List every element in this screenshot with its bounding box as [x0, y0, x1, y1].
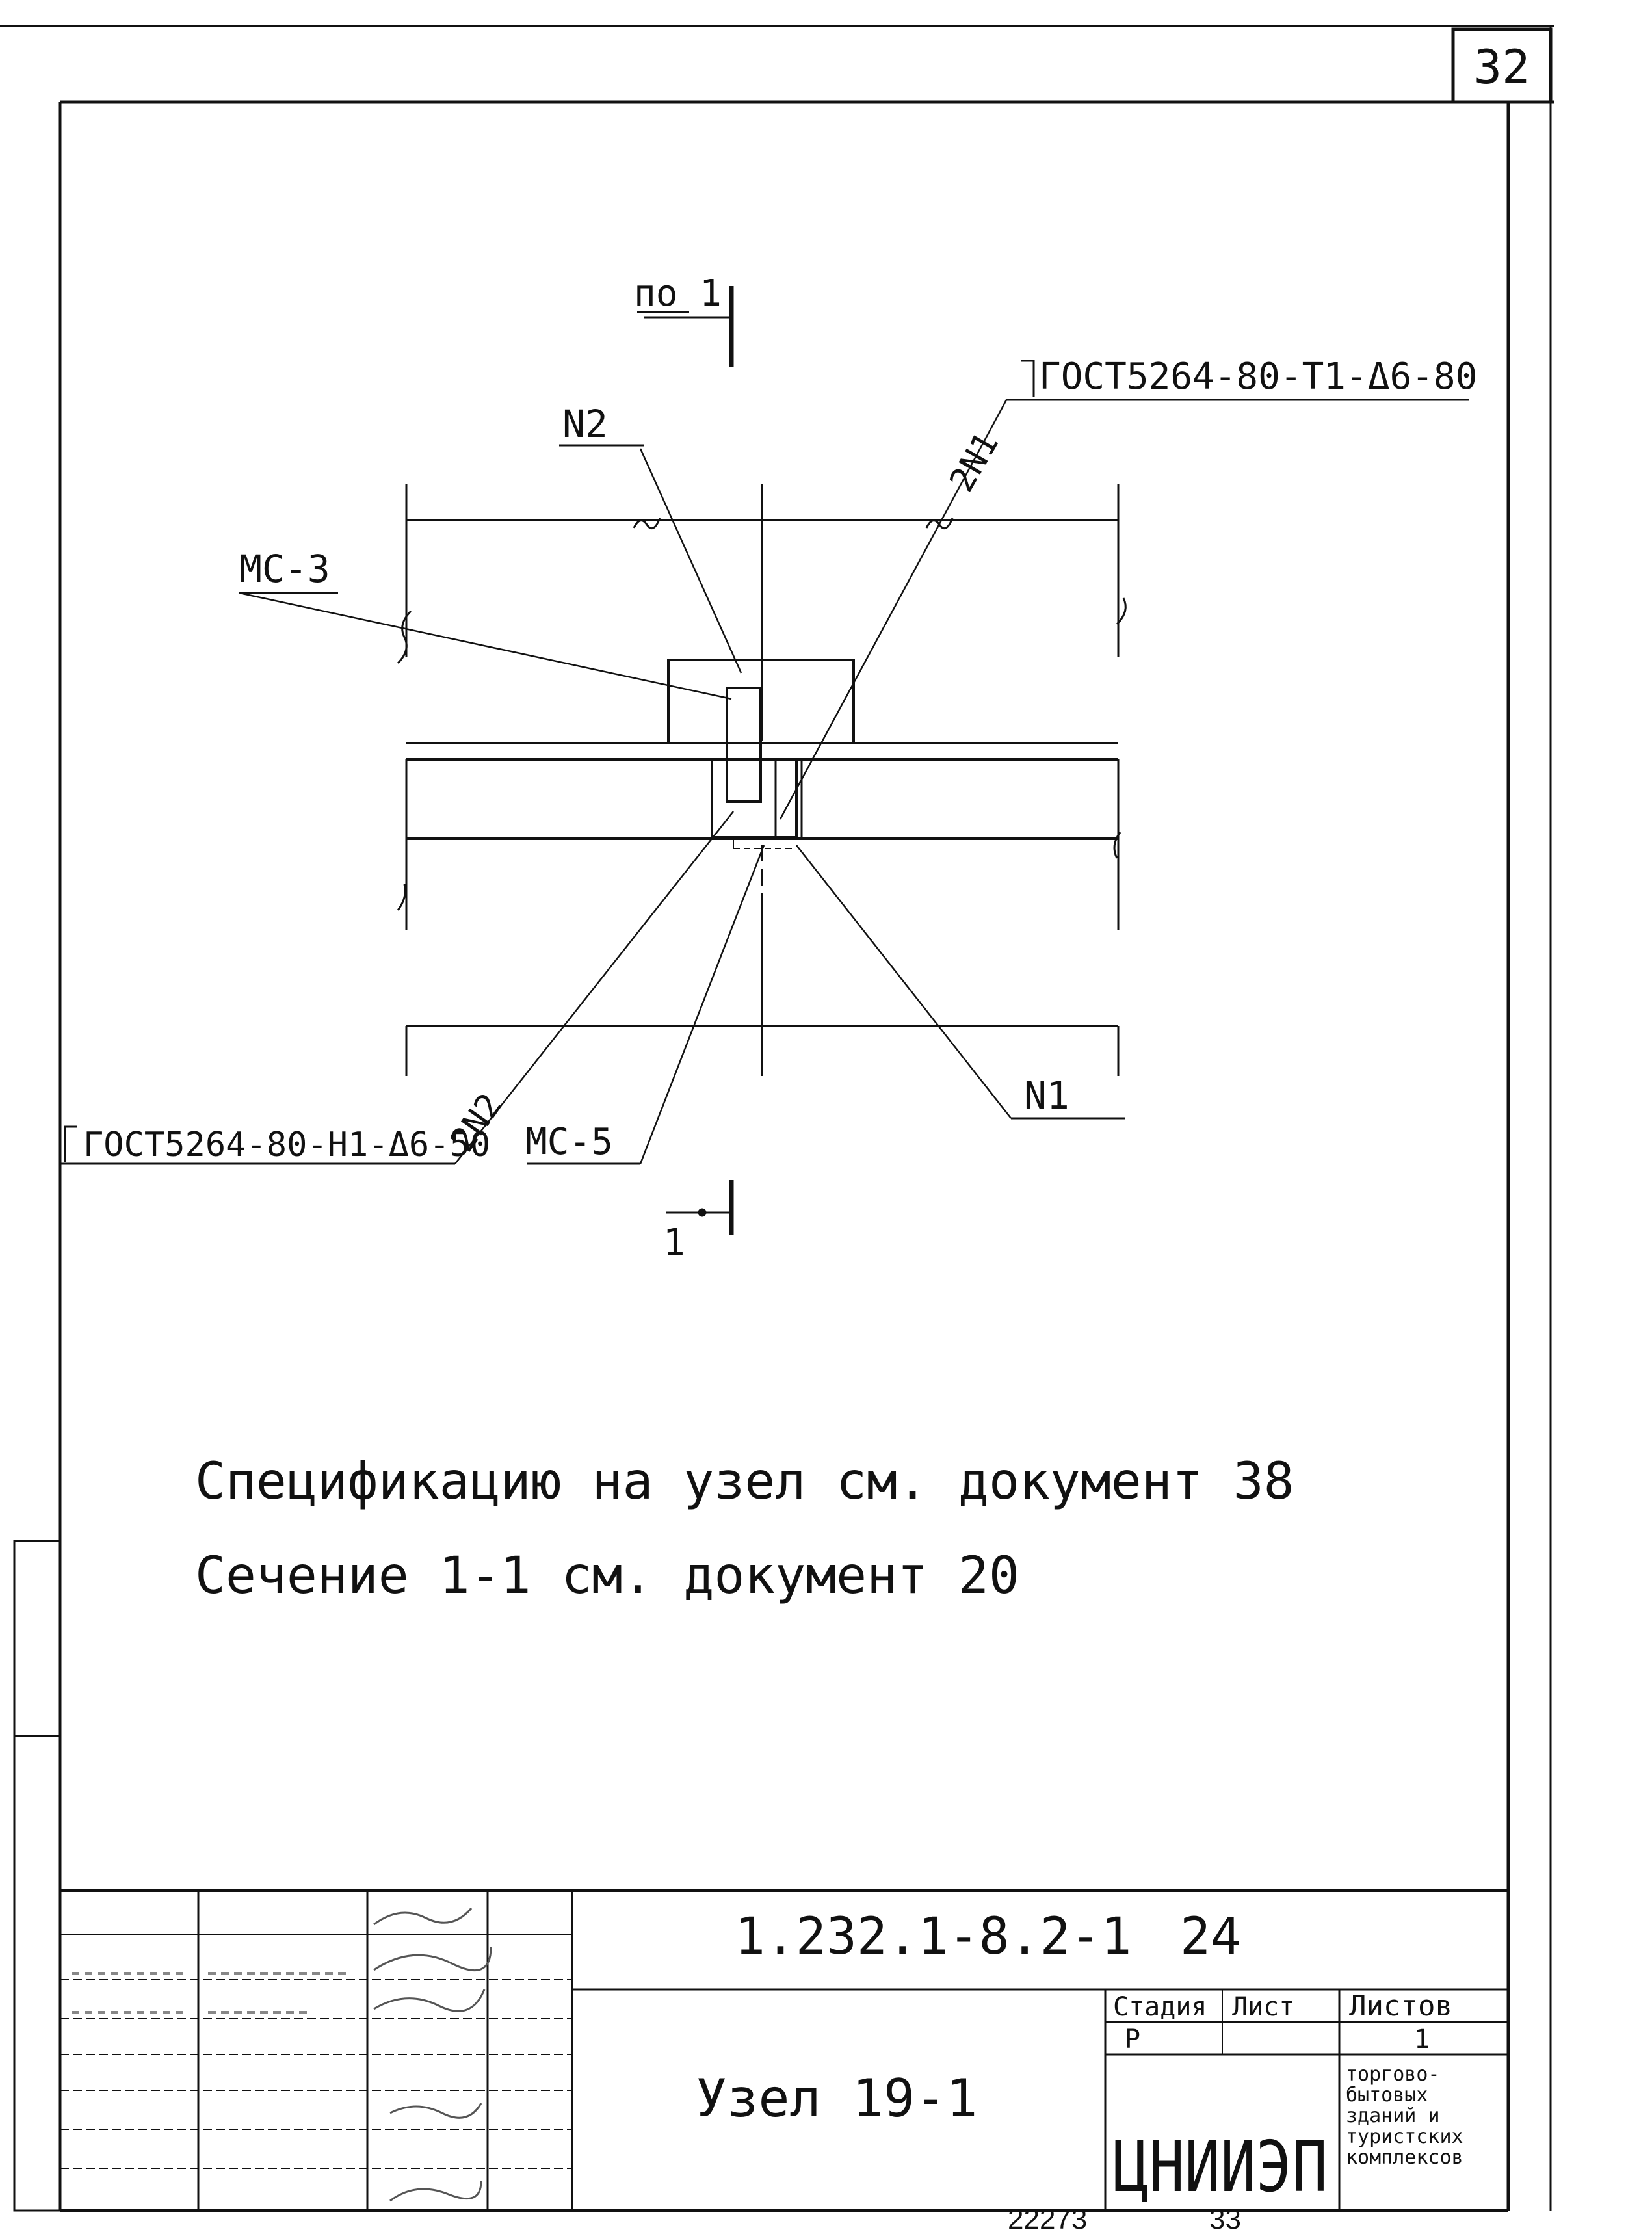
label-n1: N1	[1024, 1073, 1069, 1118]
weld-spec-top: ГОСТ5264-80-Т1-Δ6-80	[1039, 356, 1477, 398]
scan-number-right: 33	[1209, 2203, 1241, 2232]
org-line-4: туристских	[1346, 2125, 1463, 2148]
binding-strip	[13, 1540, 61, 2212]
org-line-3: зданий и	[1346, 2105, 1440, 2127]
org-line-5: комплексов	[1346, 2146, 1463, 2169]
org-logo: ЦНИИЭП	[1113, 2127, 1328, 2208]
drawing-code: 1.232.1-8.2-1	[735, 1908, 1131, 1966]
header-stage: Стадия	[1113, 1992, 1207, 2022]
note-section: Сечение 1-1 см. документ 20	[195, 1547, 1019, 1605]
page-number-box: 32	[1451, 27, 1553, 104]
sheets-value: 1	[1414, 2025, 1430, 2055]
scan-number-left: 22273	[1008, 2203, 1087, 2232]
label-mc5: МС-5	[525, 1121, 613, 1163]
header-sheets: Листов	[1349, 1989, 1452, 2023]
view-ref-top: по 1	[634, 272, 722, 315]
label-n2: N2	[562, 402, 608, 446]
page-number: 32	[1474, 40, 1530, 94]
sheet-number: 24	[1180, 1908, 1241, 1966]
drawing-frame	[58, 26, 1554, 2212]
org-line-1: торгово-	[1346, 2063, 1440, 2086]
title-block	[60, 1889, 1508, 2211]
note-specification: Спецификацию на узел см. документ 38	[195, 1452, 1294, 1511]
label-mc3: МС-3	[239, 547, 330, 591]
weld-spec-bottom: ГОСТ5264-80-Н1-Δ6-50	[83, 1125, 490, 1164]
label-2n1: 2N1	[942, 426, 1006, 498]
stage-value: Р	[1125, 2025, 1140, 2055]
view-ref-bottom: 1	[663, 1222, 685, 1264]
drawing-title: Узел 19-1	[696, 2068, 977, 2129]
org-line-2: бытовых	[1346, 2084, 1428, 2107]
header-sheet: Лист	[1232, 1992, 1294, 2022]
node-drawing	[60, 286, 1469, 1235]
